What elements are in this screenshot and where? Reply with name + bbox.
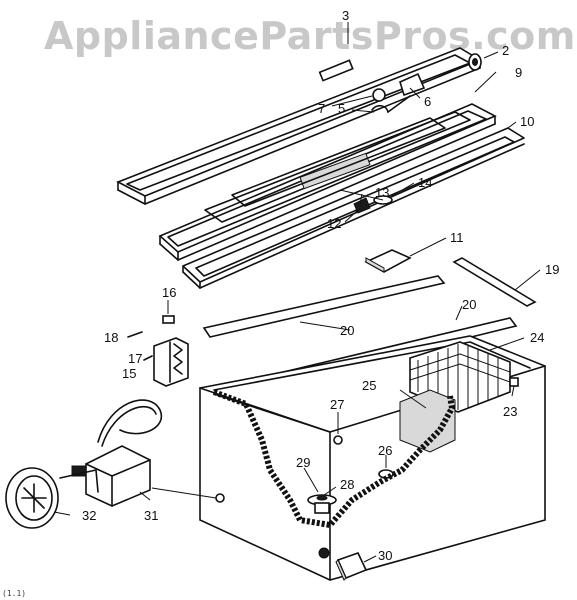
callout-11: 11: [450, 230, 464, 245]
callout-5: 5: [338, 101, 346, 116]
callout-32: 32: [82, 508, 97, 523]
callout-24: 24: [530, 330, 545, 345]
callout-27: 27: [330, 397, 345, 412]
inner-lid-liner: [158, 103, 497, 261]
callout-6: 6: [424, 94, 432, 109]
callout-20-upper: 20: [462, 297, 477, 312]
callout-15: 15: [122, 366, 137, 381]
condenser-loop: [212, 389, 455, 528]
lid-hardware: [339, 53, 482, 214]
callout-25: 25: [362, 378, 377, 393]
callout-2: 2: [502, 43, 510, 58]
compressor-assembly: [5, 399, 163, 529]
callout-31: 31: [144, 508, 159, 523]
control-assembly: [127, 315, 189, 387]
callout-7: 7: [318, 101, 326, 116]
callout-18: 18: [104, 330, 119, 345]
callout-3: 3: [342, 8, 350, 23]
leader-lines: [53, 22, 541, 563]
lid-gasket: [182, 127, 525, 289]
callout-12: 12: [327, 216, 342, 231]
callout-29: 29: [296, 455, 311, 470]
callout-20-lower: 20: [340, 323, 355, 338]
callout-16: 16: [162, 285, 177, 300]
watermark: AppliancePartsPros.com: [44, 14, 576, 58]
hinge-cover: [364, 249, 412, 273]
callout-30: 30: [378, 548, 393, 563]
cabinet: [199, 335, 546, 581]
callout-19: 19: [545, 262, 560, 277]
corner-note: (1.1): [2, 589, 27, 598]
access-cover: [335, 552, 368, 581]
callout-26: 26: [378, 443, 393, 458]
callout-10: 10: [520, 114, 535, 129]
callout-23: 23: [503, 404, 518, 419]
callout-14: 14: [418, 175, 433, 190]
callout-17: 17: [128, 351, 143, 366]
callout-13: 13: [375, 185, 390, 200]
callout-9: 9: [515, 65, 523, 80]
callout-28: 28: [340, 477, 355, 492]
